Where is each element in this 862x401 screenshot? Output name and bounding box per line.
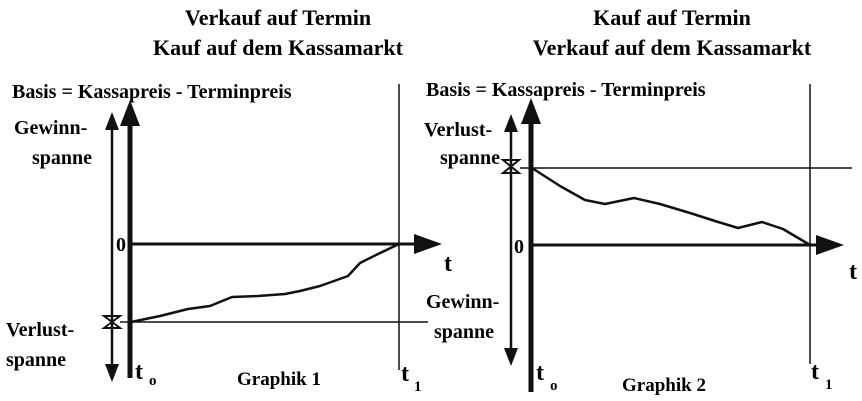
graph1-title-line1: Verkauf auf Termin xyxy=(185,5,371,30)
graph1-zero-axis-arrowhead xyxy=(414,234,442,254)
graph2-lower-label-line1: Gewinn- xyxy=(426,291,499,313)
graph1-basis-formula: Basis = Kassapreis - Terminpreis xyxy=(12,81,292,103)
graph2-title-line1: Kauf auf Termin xyxy=(593,5,751,30)
graph2-lower-label-line2: spanne xyxy=(434,321,494,343)
graph1-zero-label: 0 xyxy=(116,234,126,256)
graph1-t0-label: t xyxy=(135,359,143,385)
graph1-basis-curve xyxy=(130,242,400,324)
graph2-title-line2: Verkauf auf dem Kassamarkt xyxy=(533,35,812,60)
graph2-basis-formula: Basis = Kassapreis - Terminpreis xyxy=(426,79,706,101)
graph1-t1-subscript: 1 xyxy=(414,379,422,395)
graph1-lower-label-line2: spanne xyxy=(6,349,66,371)
graph2-caption: Graphik 2 xyxy=(622,375,706,396)
graph1-y-axis-arrowhead xyxy=(120,100,140,126)
graph2-range-marker xyxy=(500,159,522,174)
graph1-time-label: t xyxy=(444,251,452,277)
graph2-time-label: t xyxy=(849,259,857,285)
graph1-caption: Graphik 1 xyxy=(237,369,321,390)
graph2-range-arrow-top-head xyxy=(504,114,518,132)
graph1-t0-subscript: o xyxy=(149,373,157,389)
graph1-upper-label-line1: Gewinn- xyxy=(14,117,87,139)
graph1-range-arrow-top-head xyxy=(105,112,119,130)
graph1-t1-label: t xyxy=(401,361,409,387)
graph2-y-axis-arrowhead xyxy=(521,98,541,124)
graph2-t0-label: t xyxy=(536,360,544,386)
graph2-t0-subscript: o xyxy=(550,378,558,394)
graph2-basis-curve xyxy=(531,166,811,247)
graph2-t1-label: t xyxy=(811,359,819,385)
graph-1: Verkauf auf Termin Kauf auf dem Kassamar… xyxy=(6,5,452,395)
graph1-range-marker xyxy=(101,315,123,329)
graph2-zero-axis-arrowhead xyxy=(816,235,844,255)
graph2-t1-subscript: 1 xyxy=(825,377,833,393)
graph2-range-arrow-bottom-head xyxy=(504,348,518,366)
graph1-lower-label-line1: Verlust- xyxy=(6,319,74,341)
graph2-upper-label-line1: Verlust- xyxy=(424,119,492,141)
graph2-upper-label-line2: spanne xyxy=(440,147,500,169)
graph1-upper-label-line2: spanne xyxy=(32,147,92,169)
graph2-zero-label: 0 xyxy=(514,236,524,258)
graph1-title-line2: Kauf auf dem Kassamarkt xyxy=(153,35,404,60)
graph-2: Kauf auf Termin Verkauf auf dem Kassamar… xyxy=(424,5,857,396)
graph1-range-arrow-bottom-head xyxy=(105,364,119,382)
